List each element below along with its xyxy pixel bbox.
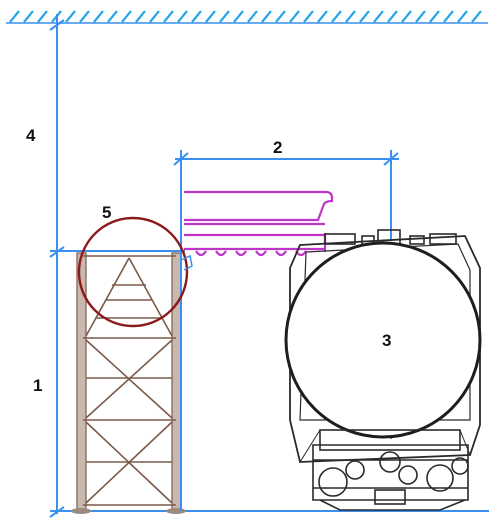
hatch-stroke	[37, 10, 48, 23]
hatch-stroke	[289, 10, 300, 23]
hatch-stroke	[121, 10, 132, 23]
hatch-stroke	[415, 10, 426, 23]
tank-wagon	[284, 229, 482, 511]
highlight-circle	[77, 216, 189, 328]
hatch-stroke	[65, 10, 76, 23]
ceiling-hatching	[6, 10, 488, 24]
hatch-stroke	[191, 10, 202, 23]
hatch-stroke	[9, 10, 20, 23]
hatch-stroke	[317, 10, 328, 23]
label-3: 3	[382, 331, 391, 350]
hatch-stroke	[79, 10, 90, 23]
hatch-stroke	[135, 10, 146, 23]
hatch-stroke	[303, 10, 314, 23]
hatch-stroke	[205, 10, 216, 23]
vertical-dimension-line	[49, 14, 65, 518]
hatch-stroke	[177, 10, 188, 23]
hatch-stroke	[401, 10, 412, 23]
hatch-stroke	[345, 10, 356, 23]
hatch-stroke	[443, 10, 454, 23]
hatch-stroke	[163, 10, 174, 23]
lattice-tower	[71, 252, 186, 514]
hatch-stroke	[457, 10, 468, 23]
hatch-stroke	[261, 10, 272, 23]
hatch-stroke	[23, 10, 34, 23]
label-2: 2	[273, 138, 282, 157]
hatch-stroke	[233, 10, 244, 23]
label-4: 4	[26, 126, 36, 145]
hatch-stroke	[219, 10, 230, 23]
hatch-stroke	[471, 10, 482, 23]
hatch-stroke	[149, 10, 160, 23]
hatch-stroke	[429, 10, 440, 23]
label-1: 1	[33, 376, 42, 395]
hatch-stroke	[107, 10, 118, 23]
hatch-stroke	[247, 10, 258, 23]
hatch-stroke	[359, 10, 370, 23]
hatch-stroke	[93, 10, 104, 23]
hatch-stroke	[387, 10, 398, 23]
loading-platform	[184, 190, 334, 257]
hatch-stroke	[275, 10, 286, 23]
latch-marker	[180, 254, 193, 271]
hatch-stroke	[331, 10, 342, 23]
label-5: 5	[102, 203, 111, 222]
hatch-stroke	[373, 10, 384, 23]
